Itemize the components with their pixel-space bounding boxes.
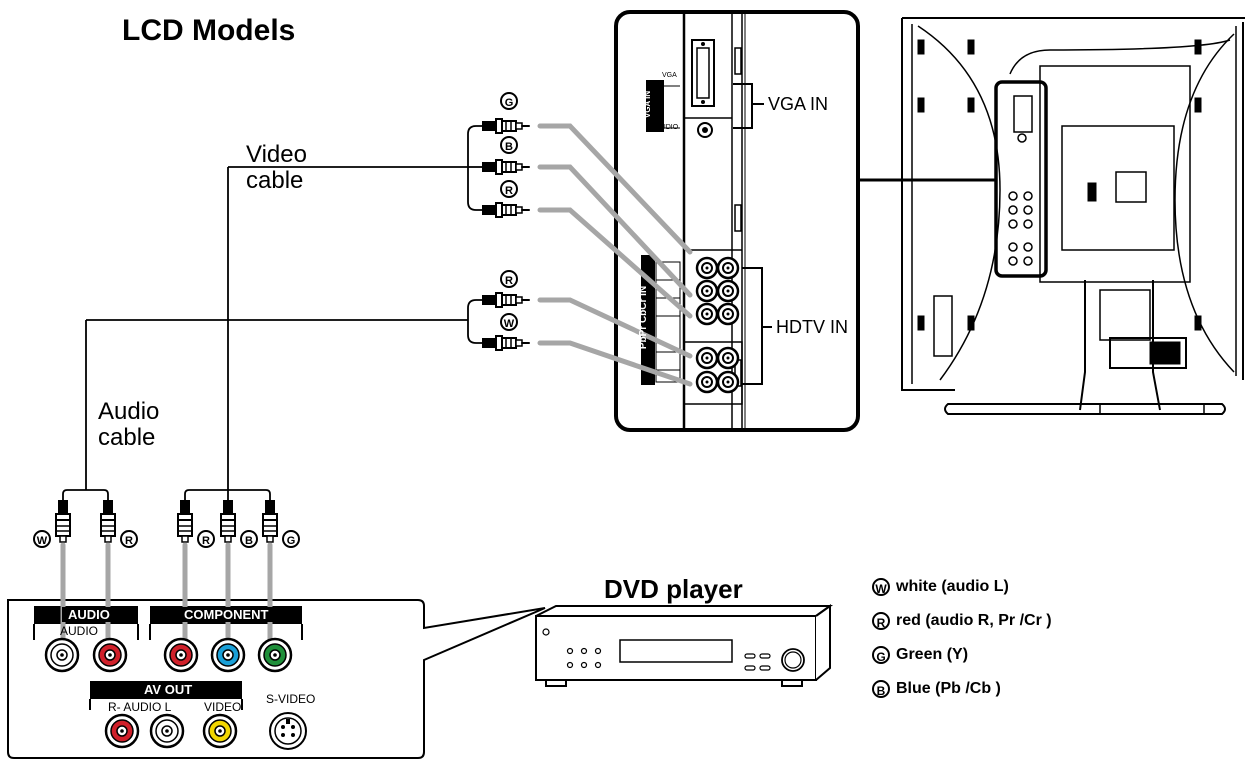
- tv-rear-view: [901, 17, 1245, 415]
- legend-text: Blue (Pb /Cb ): [896, 680, 1001, 697]
- rca-jack-icon: [163, 637, 199, 673]
- rca-jack-icon: [202, 713, 238, 749]
- legend-item-blue: B Blue (Pb /Cb ): [872, 680, 1001, 698]
- dvd-audio-header: AUDIO: [62, 607, 116, 622]
- hdtv-in-label: HDTV IN: [776, 317, 848, 337]
- rca-jack-icon: [210, 637, 246, 673]
- legend-badge-icon: B: [872, 680, 890, 698]
- legend-text: Green (Y): [896, 646, 969, 663]
- video-cable-label-line2: cable: [246, 167, 304, 194]
- rca-jack-icon: [44, 637, 80, 673]
- plug-badge-b: B: [240, 530, 258, 548]
- dvd-player-label: DVD player: [604, 574, 743, 604]
- audio-cable-label-line1: Audio: [98, 398, 160, 425]
- tv-component-vertical: PbPr CbCr IN: [638, 285, 650, 350]
- tv-vga-label: VGA: [662, 72, 677, 79]
- page-title: LCD Models: [122, 14, 296, 47]
- audio-cable-label-line2: cable: [98, 424, 156, 451]
- svideo-jack-icon: [269, 712, 307, 750]
- dvd-avout-header: AV OUT: [138, 682, 199, 697]
- plug-badge-w: W: [33, 530, 51, 548]
- dvd-player: [535, 604, 834, 687]
- dvd-audio-sub: AUDIO: [60, 624, 99, 638]
- legend-item-red: R red (audio R, Pr /Cr ): [872, 612, 1052, 630]
- rca-jack-icon: [92, 637, 128, 673]
- vga-in-label: VGA IN: [768, 94, 829, 114]
- plug-badge-g: G: [282, 530, 300, 548]
- tv-vga-in-vertical: VGA IN: [643, 90, 653, 119]
- rca-jack-icon: [257, 637, 293, 673]
- legend-text: white (audio L): [896, 578, 1009, 595]
- plug-badge-r: R: [500, 270, 518, 288]
- legend-item-green: G Green (Y): [872, 646, 968, 664]
- dvd-panel-callout: [7, 599, 546, 759]
- legend-item-white: W white (audio L): [872, 578, 1009, 596]
- plug-badge-g: G: [500, 92, 518, 110]
- dvd-svideo-label: S-VIDEO: [266, 692, 316, 706]
- video-cable-label-line1: Video: [246, 141, 307, 168]
- plug-badge-r: R: [120, 530, 138, 548]
- plug-badge-r: R: [500, 180, 518, 198]
- plug-badge-w: W: [500, 313, 518, 331]
- tv-audio-label: AUDIO: [656, 124, 679, 131]
- rca-jack-icon: [149, 713, 185, 749]
- dvd-component-header: COMPONENT: [178, 607, 275, 622]
- legend-badge-icon: R: [872, 612, 890, 630]
- legend-badge-icon: G: [872, 646, 890, 664]
- plug-badge-b: B: [500, 136, 518, 154]
- legend-text: red (audio R, Pr /Cr ): [896, 612, 1052, 629]
- dvd-avout-audio: R- AUDIO L: [108, 700, 172, 714]
- plug-badge-r: R: [197, 530, 215, 548]
- dvd-avout-video: VIDEO: [204, 700, 242, 714]
- rca-jack-icon: [104, 713, 140, 749]
- legend-badge-icon: W: [872, 578, 890, 596]
- top-plugs: [481, 118, 693, 387]
